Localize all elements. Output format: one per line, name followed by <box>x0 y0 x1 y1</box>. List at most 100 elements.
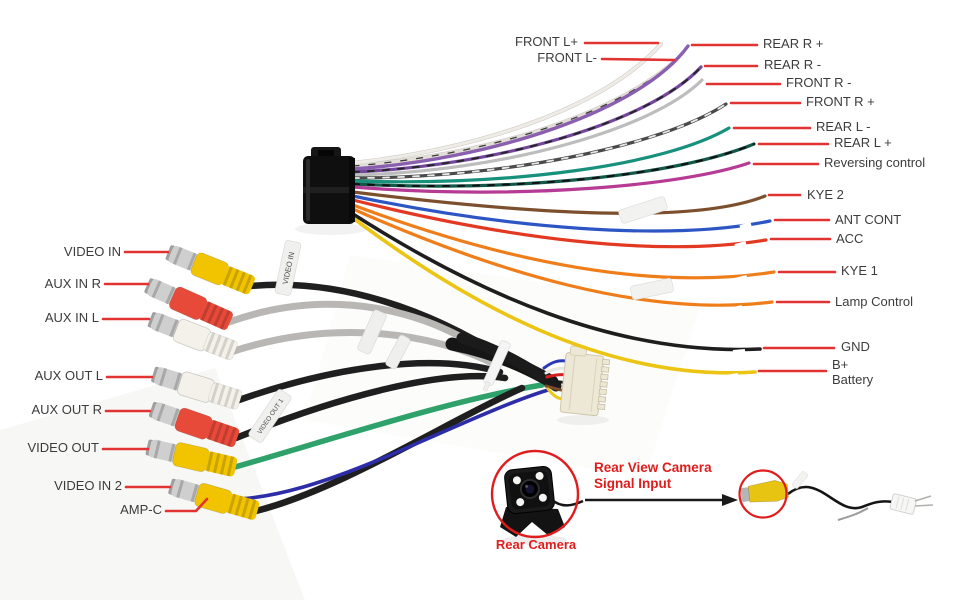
joint <box>729 305 743 312</box>
wire-rear-r-plus <box>351 44 690 171</box>
jack-label-aux-in-l: AUX IN L <box>44 310 99 325</box>
rca-barrel-groove <box>176 479 185 498</box>
rib <box>223 386 233 407</box>
wire-gnd <box>351 212 762 352</box>
rca-barrel-groove <box>172 247 183 265</box>
rib <box>220 424 230 445</box>
wire-label-lamp-control: Lamp Control <box>835 294 914 309</box>
wire-label-acc: ACC <box>836 231 864 246</box>
pin-tooth <box>597 395 607 403</box>
wire-label-rear-l-minus: REAR L - <box>816 119 871 134</box>
blank-tag <box>385 334 411 370</box>
wire-kye-2 <box>351 190 767 215</box>
cable-tie-tail <box>482 380 491 392</box>
rca-boot <box>199 301 233 330</box>
wire-label-rear-l-plus: REAR L + <box>834 135 892 150</box>
multipin-teeth <box>597 358 611 411</box>
rca-boot-ribs <box>206 451 235 477</box>
leader-lines <box>101 41 837 513</box>
rib <box>242 274 253 294</box>
pigtail-tag <box>791 471 809 489</box>
rib <box>213 422 224 443</box>
cable-tie <box>482 340 511 392</box>
rca-barrel-groove <box>173 372 182 391</box>
rib <box>213 307 225 327</box>
video-in-tag: VIDEO IN <box>274 240 302 296</box>
iso-connector <box>303 147 355 224</box>
camera-body <box>504 466 555 515</box>
camera-led <box>512 476 521 485</box>
adapter-lead-wires <box>914 495 934 507</box>
tag-band <box>630 277 674 301</box>
camera-led <box>516 498 525 507</box>
wire-reversing-control <box>351 161 751 194</box>
connector-shadow <box>557 415 609 425</box>
camera-pigtail <box>551 498 584 507</box>
rib <box>227 426 237 447</box>
camera-shadow <box>503 535 567 545</box>
rib <box>219 454 228 475</box>
adapter-pin <box>895 496 900 509</box>
signal-arrow <box>585 494 738 506</box>
wire-ant-cont <box>351 194 772 233</box>
multipin-ridge <box>590 358 598 413</box>
plug-highlight-circle <box>738 469 788 519</box>
rib <box>206 304 218 324</box>
wire-bundle-tag <box>630 277 674 301</box>
camera-input-pigtail <box>738 469 934 521</box>
jack-label-video-out: VIDEO OUT <box>27 440 99 455</box>
rca-barrel-groove <box>158 368 168 387</box>
wire-kye-1 <box>351 203 776 280</box>
pin-tooth <box>600 373 609 381</box>
multipin-ridge <box>568 356 576 410</box>
rca-aux-out-l <box>151 366 243 410</box>
wire-rear-r-minus-stripe <box>352 66 702 173</box>
iso-ridge <box>303 187 355 193</box>
rib <box>207 420 217 440</box>
rca-barrel-groove <box>165 286 176 305</box>
rca-boot-ribs <box>207 420 237 447</box>
rib <box>200 301 212 321</box>
rib <box>226 456 235 477</box>
wire-label-kye-1: KYE 1 <box>841 263 878 278</box>
jack-label-aux-in-r: AUX IN R <box>44 276 101 291</box>
jack-label-video-in-2: VIDEO IN 2 <box>54 478 122 493</box>
joint <box>725 373 739 379</box>
rib <box>230 388 240 409</box>
rib <box>224 339 235 360</box>
wire-rear-l-plus <box>351 142 756 188</box>
camera-caption: Rear Camera <box>495 537 577 552</box>
rear-camera <box>490 449 584 539</box>
rca-video-in-2 <box>168 478 260 520</box>
wire-bundle-tag <box>618 196 668 224</box>
wire-acc <box>351 198 768 249</box>
wire-label-kye-2: KYE 2 <box>807 187 844 202</box>
joint <box>739 222 752 229</box>
rca-video-in <box>165 245 255 295</box>
rib <box>227 493 237 514</box>
camera-led <box>535 471 544 480</box>
joint <box>734 275 748 282</box>
pigtail-branch-wire <box>837 507 869 521</box>
rib <box>229 268 240 289</box>
wire-rear-l-minus <box>351 126 731 184</box>
leader-amp-c <box>164 497 209 513</box>
joint <box>734 241 747 248</box>
pigtail-cable <box>787 485 894 510</box>
rca-boot <box>221 266 255 295</box>
rib <box>218 337 229 358</box>
rca-boot <box>205 420 240 447</box>
rca-boot-ribs <box>200 301 231 330</box>
rib <box>219 310 231 330</box>
pin-tooth <box>601 358 611 366</box>
wire-label-front-l-minus: FRONT L- <box>537 50 597 65</box>
wire-label-reversing-control: Reversing control <box>824 155 926 170</box>
rib <box>222 266 233 286</box>
camera-highlight-circle <box>490 449 580 539</box>
rib <box>212 453 221 474</box>
rib <box>234 495 243 516</box>
jack-label-aux-out-l: AUX OUT L <box>34 368 103 383</box>
adapter-body <box>889 493 917 515</box>
rca-boot-ribs <box>222 266 253 294</box>
